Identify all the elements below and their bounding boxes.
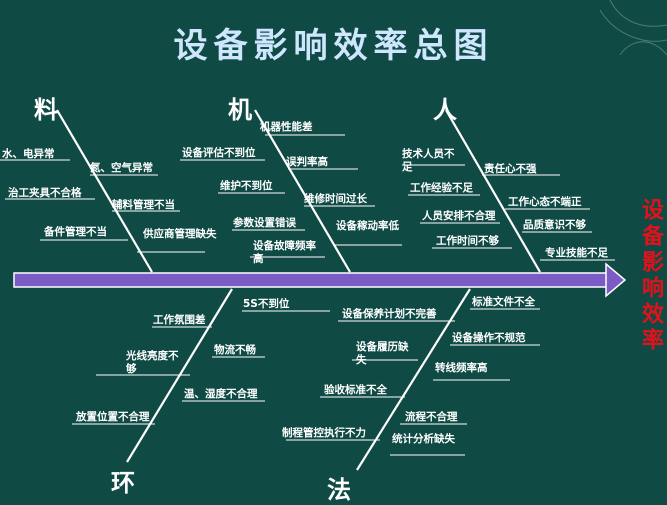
cause-label: 温、湿度不合理 xyxy=(184,388,258,400)
cause-label: 人员安排不合理 xyxy=(422,210,496,222)
cause-label: 验收标准不全 xyxy=(324,384,387,396)
cause-label: 治工夹具不合格 xyxy=(8,187,82,199)
cause-label: 专业技能不足 xyxy=(545,247,608,259)
cause-label: 误判率高 xyxy=(286,156,328,168)
category-man: 人 xyxy=(433,96,457,124)
cause-label: 氮、空气异常 xyxy=(90,162,153,174)
category-machine: 机 xyxy=(228,96,252,124)
diagram-title: 设备影响效率总图 xyxy=(173,26,494,66)
cause-label: 设备履历缺失 xyxy=(356,341,409,366)
cause-label: 供应商管理缺失 xyxy=(143,228,217,240)
cause-label: 技术人员不足 xyxy=(402,148,455,173)
spine-arrow xyxy=(13,262,627,298)
bone-man xyxy=(445,109,541,273)
cause-label: 流程不合理 xyxy=(405,411,458,423)
cause-label: 参数设置错误 xyxy=(233,217,296,229)
category-material: 料 xyxy=(34,96,58,124)
cause-label: 品质意识不够 xyxy=(523,219,586,231)
cause-label: 工作心态不端正 xyxy=(508,196,582,208)
bone-material xyxy=(56,109,153,273)
cause-label: 标准文件不全 xyxy=(472,296,535,308)
cause-label: 维修时间过长 xyxy=(304,193,367,205)
cause-label: 工作氛围差 xyxy=(153,314,206,326)
cause-label: 设备故障频率高 xyxy=(253,240,316,265)
category-environment: 环 xyxy=(111,469,135,497)
cause-label: 物流不畅 xyxy=(214,344,256,356)
cause-label: 责任心不强 xyxy=(484,163,537,175)
cause-label: 制程管控执行不力 xyxy=(282,427,366,439)
cause-label: 统计分析缺失 xyxy=(392,433,455,445)
cause-label: 设备稼动率低 xyxy=(336,220,399,232)
effect-label: 设备影响效率 xyxy=(638,198,663,354)
cause-lines xyxy=(0,134,615,456)
cause-label: 工作时间不够 xyxy=(436,235,499,247)
cause-label: 设备保养计划不完善 xyxy=(342,308,437,320)
cause-label: 备件管理不当 xyxy=(44,226,107,238)
category-method: 法 xyxy=(327,476,351,504)
cause-label: 设备评估不到位 xyxy=(182,147,256,159)
cause-label: 放置位置不合理 xyxy=(76,411,150,423)
cause-label: 辅料管理不当 xyxy=(112,199,175,211)
cause-label: 水、电异常 xyxy=(2,148,55,160)
cause-label: 机器性能差 xyxy=(260,121,313,133)
cause-label: 转线频率高 xyxy=(435,362,488,374)
cause-label: 工作经验不足 xyxy=(410,182,473,194)
corner-ornament xyxy=(599,0,667,56)
cause-label: 5S不到位 xyxy=(243,298,290,310)
cause-label: 维护不到位 xyxy=(220,180,273,192)
cause-label: 光线亮度不够 xyxy=(126,350,179,375)
cause-label: 设备操作不规范 xyxy=(452,332,526,344)
